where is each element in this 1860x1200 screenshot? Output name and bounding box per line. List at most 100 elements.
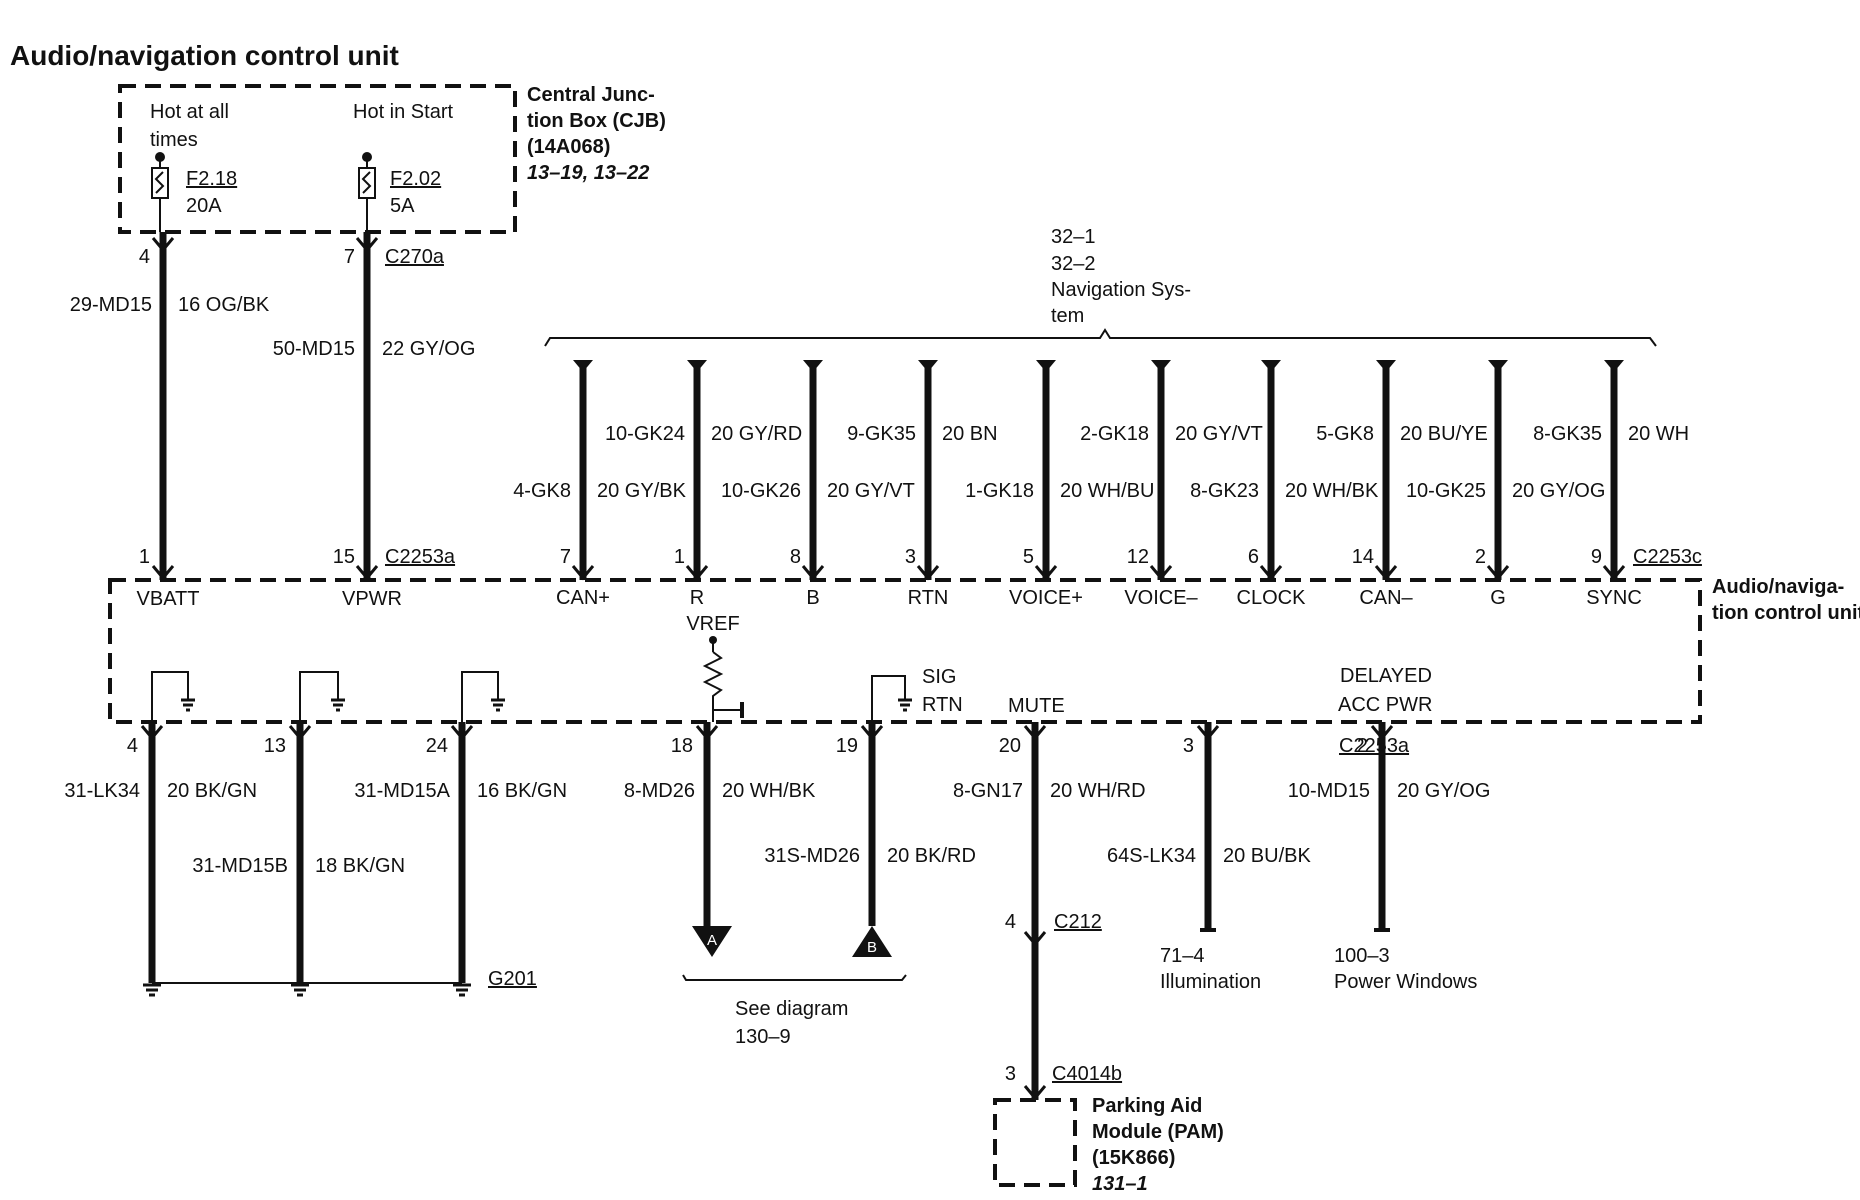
pam-ref: 131–1	[1092, 1173, 1148, 1195]
connector-c270a: C270a	[385, 246, 445, 268]
nav-wire-circuit: 5-GK8	[1316, 423, 1374, 445]
vref-resistor	[702, 651, 724, 722]
nav-ref-line1: 32–1	[1051, 226, 1096, 248]
bottom-wire-pin: 24	[426, 735, 448, 757]
cjb-boundary	[118, 84, 517, 234]
see-diagram-line1: See diagram	[735, 998, 848, 1020]
bottom-wire-color: 20 BK/GN	[167, 780, 257, 802]
internal-ground-2	[299, 671, 339, 722]
nav-wire-color: 20 BN	[942, 423, 998, 445]
bottom-wire-circuit: 8-MD26	[624, 780, 695, 802]
nav-wire-terminal	[1376, 360, 1396, 372]
pam-name-line1: Parking Aid	[1092, 1095, 1202, 1117]
nav-wire-circuit: 10-GK26	[721, 480, 801, 502]
nav-name-line2: tem	[1051, 305, 1084, 327]
nav-wire-signal: CAN+	[556, 587, 610, 609]
bottom-wire-circuit: 64S-LK34	[1107, 845, 1196, 867]
fuse1-rating: 20A	[186, 195, 222, 217]
nav-wire-signal: R	[690, 587, 704, 609]
nav-wire-terminal	[918, 360, 938, 372]
nav-wire-terminal	[1036, 360, 1056, 372]
cjb-hot-always-line1: Hot at all	[150, 101, 229, 123]
nav-wire-pin: 12	[1127, 546, 1149, 568]
sig-rtn-switch	[871, 675, 906, 722]
bottom-wire-pin: 2	[1357, 735, 1368, 757]
bottom-wire-pin: 4	[127, 735, 138, 757]
nav-wire-pin: 5	[1023, 546, 1034, 568]
nav-wire-circuit: 4-GK8	[513, 480, 571, 502]
cjb-name-line1: Central Junc-	[527, 84, 655, 106]
signal-mute: MUTE	[1008, 695, 1065, 717]
fuse2-rating: 5A	[390, 195, 415, 217]
signal-vbatt: VBATT	[137, 588, 200, 610]
ground-icon	[143, 983, 161, 997]
nav-wire-terminal	[803, 360, 823, 372]
nav-wire-terminal	[573, 360, 593, 372]
nav-system-brace	[544, 328, 1657, 347]
nav-wire-signal: CAN–	[1359, 587, 1413, 609]
nav-wire-signal: VOICE–	[1124, 587, 1198, 609]
vpwr-pin-top: 7	[344, 246, 355, 268]
cjb-name-line3: (14A068)	[527, 136, 610, 158]
bottom-wire-color: 20 WH/RD	[1050, 780, 1146, 802]
connector-c2253a-bottom: C2253a	[1339, 735, 1410, 757]
vpwr-pin-bottom: 15	[333, 546, 355, 568]
pam-name-line2: Module (PAM)	[1092, 1121, 1224, 1143]
illumination-ref: 71–4	[1160, 945, 1205, 967]
nav-wire-circuit: 8-GK35	[1533, 423, 1602, 445]
bottom-wire-pin: 13	[264, 735, 286, 757]
bottom-wire-pin: 20	[999, 735, 1021, 757]
illumination-name: Illumination	[1160, 971, 1261, 993]
connector-c2253a-top: C2253a	[385, 546, 456, 568]
offpage-b-label: B	[867, 939, 877, 956]
nav-wire-pin: 2	[1475, 546, 1486, 568]
offpage-b	[852, 926, 892, 957]
nav-wire-terminal	[1488, 360, 1508, 372]
nav-wire-pin: 8	[790, 546, 801, 568]
nav-wire-signal: VOICE+	[1009, 587, 1083, 609]
ground-g201: G201	[488, 968, 537, 990]
bottom-wire-color: 20 BK/RD	[887, 845, 976, 867]
fuse2-id: F2.02	[390, 168, 441, 190]
nav-wire-signal: B	[806, 587, 819, 609]
diagram-title: Audio/navigation control unit	[10, 40, 399, 71]
nav-wire-pin: 6	[1248, 546, 1259, 568]
signal-sig: SIG	[922, 666, 956, 688]
nav-ref-line2: 32–2	[1051, 253, 1096, 275]
signal-vpwr: VPWR	[342, 588, 402, 610]
cjb-hot-in-start: Hot in Start	[353, 101, 453, 123]
cjb-ref: 13–19, 13–22	[527, 162, 649, 184]
signal-delayed: DELAYED	[1340, 665, 1432, 687]
connector-c212: C212	[1054, 911, 1102, 933]
bottom-wire-circuit: 31S-MD26	[764, 845, 860, 867]
nav-wire-color: 20 GY/VT	[827, 480, 915, 502]
bottom-wire-color: 20 GY/OG	[1397, 780, 1490, 802]
nav-wire-signal: RTN	[908, 587, 949, 609]
vpwr-color: 22 GY/OG	[382, 338, 475, 360]
nav-wire-color: 20 WH	[1628, 423, 1689, 445]
internal-ground-3	[461, 671, 499, 722]
control-unit-boundary	[108, 578, 1702, 724]
nav-wire-color: 20 BU/YE	[1400, 423, 1488, 445]
unit-label-line1: Audio/naviga-	[1712, 576, 1844, 598]
nav-wire-pin: 1	[674, 546, 685, 568]
nav-wire-terminal	[687, 360, 707, 372]
connector-c2253c: C2253c	[1633, 546, 1702, 568]
bottom-wire-pin: 18	[671, 735, 693, 757]
c4014b-pin: 3	[1005, 1063, 1016, 1085]
bottom-wire-color: 16 BK/GN	[477, 780, 567, 802]
bottom-wire-pin: 3	[1183, 735, 1194, 757]
nav-wire-pin: 3	[905, 546, 916, 568]
offpage-a	[692, 926, 732, 957]
nav-wire-terminal	[1151, 360, 1171, 372]
signal-rtn: RTN	[922, 694, 963, 716]
nav-wire-signal: SYNC	[1586, 587, 1642, 609]
fuse1-id: F2.18	[186, 168, 237, 190]
bottom-wire-circuit: 31-LK34	[64, 780, 140, 802]
nav-wire-circuit: 10-GK24	[605, 423, 685, 445]
bottom-wire-circuit: 31-MD15A	[354, 780, 450, 802]
nav-wire-color: 20 GY/VT	[1175, 423, 1263, 445]
nav-wire-terminal	[1604, 360, 1624, 372]
